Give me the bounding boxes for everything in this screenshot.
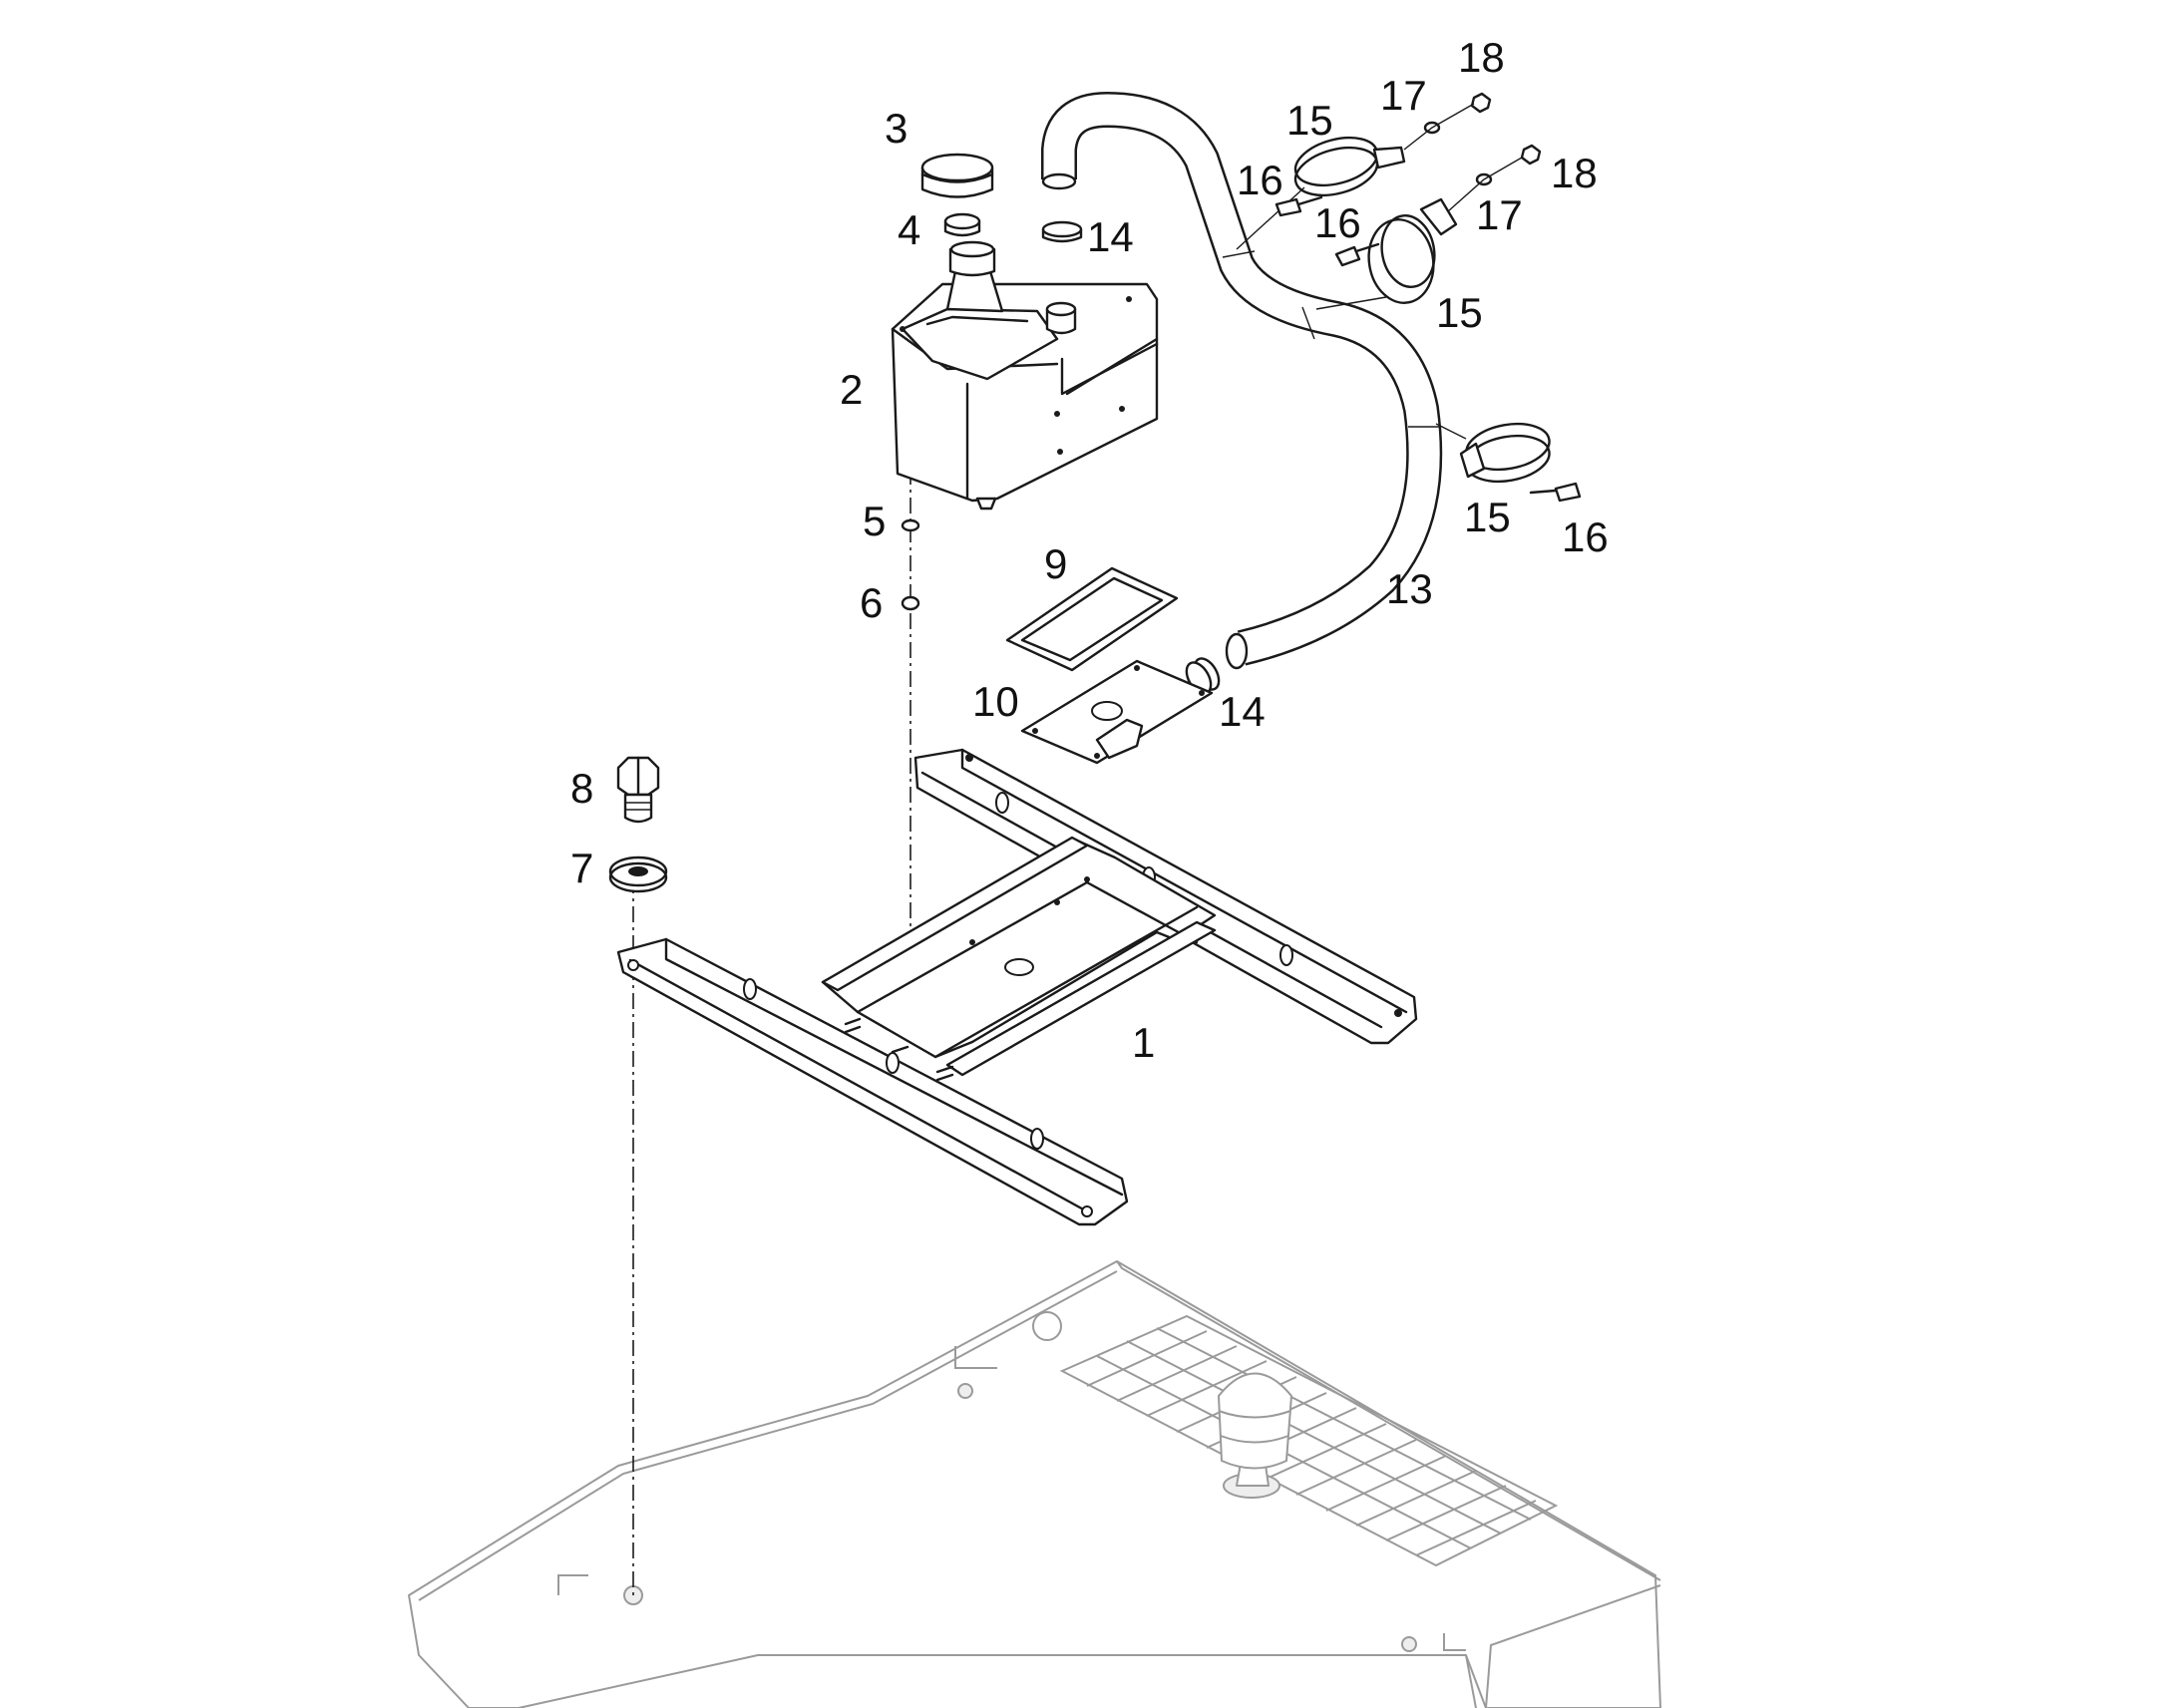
callout-5: 5	[863, 498, 886, 544]
mounting-bolt	[616, 756, 660, 824]
callout-labels: 1 2 3 4 5 6 7 8 9 10 13 14 14 15 15 15 1…	[570, 34, 1609, 1066]
callout-16-upper: 16	[1237, 157, 1283, 203]
callout-3: 3	[885, 105, 908, 152]
screw-upper	[1274, 195, 1323, 217]
callout-17-upper: 17	[1380, 72, 1427, 119]
screw-lower	[1529, 482, 1582, 503]
callout-1: 1	[1132, 1019, 1155, 1066]
screw-middle	[1334, 242, 1380, 267]
clamp-lower	[1435, 422, 1551, 484]
filler-cap	[920, 153, 994, 198]
callout-16-lower: 16	[1562, 513, 1609, 560]
callout-2: 2	[840, 366, 863, 413]
beacon-light	[1218, 1372, 1292, 1499]
callout-15-upper: 15	[1286, 97, 1333, 144]
coolant-hose	[1041, 92, 1443, 670]
callout-4: 4	[898, 206, 920, 253]
callout-9: 9	[1044, 540, 1067, 587]
callout-15-lower: 15	[1464, 494, 1511, 540]
mounting-washer	[608, 855, 668, 893]
callout-14-bottom: 14	[1219, 688, 1266, 735]
callout-8: 8	[570, 765, 593, 812]
callout-17-middle: 17	[1476, 191, 1523, 238]
support-frame	[616, 748, 1418, 1226]
callout-18-middle: 18	[1551, 150, 1598, 196]
callout-13: 13	[1386, 565, 1433, 612]
hose-clamp-top	[1041, 220, 1083, 243]
cover-plate	[1020, 659, 1214, 765]
body-panel-ghost	[408, 1260, 1661, 1708]
nut-6	[901, 595, 920, 611]
callout-18-upper: 18	[1458, 34, 1505, 81]
callout-15-middle: 15	[1436, 289, 1483, 336]
callout-7: 7	[570, 845, 593, 891]
callout-16-middle: 16	[1314, 199, 1361, 246]
washer-5	[901, 518, 920, 532]
filler-clamp-ring	[943, 212, 981, 237]
reservoir-tank	[891, 240, 1159, 511]
nut-middle	[1520, 144, 1542, 166]
clamp-middle	[1315, 197, 1458, 310]
callout-10: 10	[972, 678, 1019, 725]
clamp-upper	[1236, 136, 1406, 250]
callout-6: 6	[860, 579, 883, 626]
gasket	[1005, 566, 1179, 672]
callout-14-top: 14	[1087, 213, 1134, 260]
nut-upper	[1470, 92, 1492, 114]
